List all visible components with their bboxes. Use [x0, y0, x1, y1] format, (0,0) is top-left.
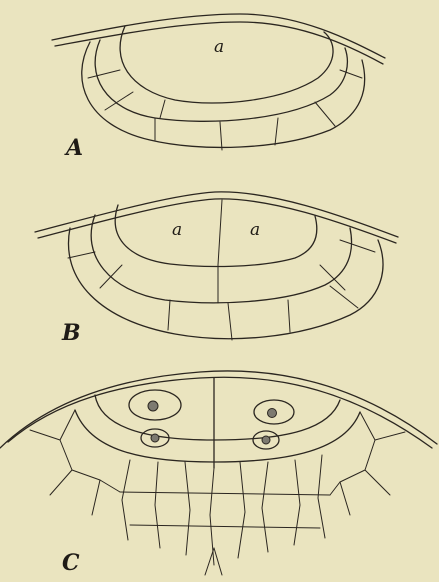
- cell-wall: [60, 410, 120, 492]
- cell-wall: [92, 480, 100, 515]
- cell-wall: [30, 430, 60, 440]
- cell-wall: [340, 240, 375, 252]
- cell-wall: [294, 460, 300, 545]
- panel-c: C: [0, 371, 437, 576]
- cell-wall: [228, 303, 232, 340]
- nucleus: [268, 409, 277, 418]
- central-cell-a: [120, 26, 333, 103]
- central-cells: [115, 205, 317, 266]
- cell-label: a: [172, 220, 182, 240]
- inner-ring: [75, 410, 360, 462]
- inner-ring: [91, 215, 351, 303]
- panel-a: a A: [52, 14, 385, 161]
- cell-wall: [130, 525, 320, 528]
- panel-label: A: [64, 135, 83, 161]
- cell-wall: [122, 460, 130, 540]
- panel-b: a a B: [35, 192, 398, 346]
- cell-wall: [275, 118, 278, 145]
- cell-wall: [238, 462, 245, 558]
- epidermis-inner-line: [8, 377, 432, 448]
- cell-wall: [365, 470, 390, 495]
- cell-wall: [214, 548, 222, 575]
- cell-wall: [205, 548, 214, 575]
- cell-wall: [88, 70, 120, 78]
- cell-label: a: [214, 37, 224, 57]
- cell-wall: [155, 462, 160, 548]
- nucleus: [151, 434, 159, 442]
- cell-wall: [105, 92, 133, 110]
- nucleus: [262, 436, 270, 444]
- cell-wall: [318, 455, 325, 538]
- outer-boundary: [68, 228, 382, 339]
- cell-wall: [315, 102, 335, 126]
- cell-wall: [160, 100, 165, 118]
- panel-label: B: [61, 320, 81, 346]
- cell-wall: [185, 462, 190, 555]
- central-cells: [95, 395, 340, 440]
- cell-wall: [262, 462, 268, 552]
- cell-wall: [340, 70, 362, 78]
- cell-wall: [50, 470, 72, 495]
- cell-wall: [168, 300, 170, 330]
- cell-wall: [288, 300, 290, 332]
- central-division-wall: [218, 200, 222, 265]
- cell-wall: [340, 482, 350, 515]
- outer-boundary: [82, 42, 365, 147]
- epidermis-outer-line: [0, 371, 437, 448]
- nucleus: [148, 401, 158, 411]
- cell-wall: [375, 432, 405, 440]
- panel-label: C: [62, 550, 80, 576]
- cell-wall: [68, 252, 95, 258]
- cell-wall: [220, 122, 222, 150]
- cell-label: a: [250, 220, 260, 240]
